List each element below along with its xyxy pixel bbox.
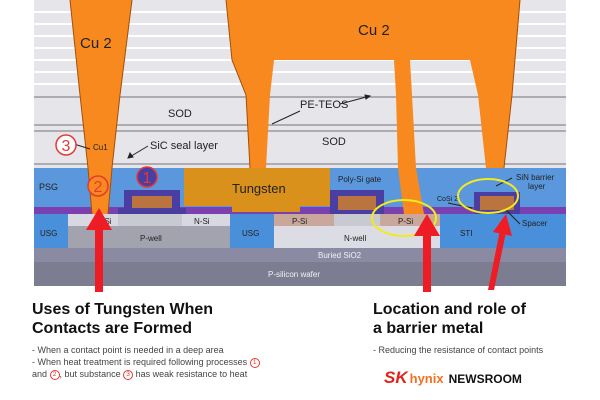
semiconductor-cross-section-diagram: Cu 2 Cu 2 SOD PE-TEOS SOD Cu1 SiC seal l… bbox=[34, 0, 566, 292]
marker-inline-2: 2 bbox=[49, 370, 60, 380]
label-psg: PSG bbox=[39, 182, 58, 192]
arrow-diagonal-head bbox=[493, 214, 512, 236]
label-sod-right: SOD bbox=[322, 136, 346, 148]
marker-inline-1: 1 bbox=[249, 358, 260, 368]
arrow-right-head bbox=[414, 214, 440, 236]
brand-newsroom: NEWSROOM bbox=[448, 372, 522, 386]
label-sic-seal-layer: SiC seal layer bbox=[150, 140, 218, 152]
label-poly-si-gate: Poly-Si gate bbox=[338, 175, 382, 184]
marker-circle-2 bbox=[87, 175, 109, 197]
arrow-left-head bbox=[86, 208, 112, 230]
label-p-well: P-well bbox=[140, 234, 162, 243]
left-caption-heading: Uses of Tungsten When Contacts are Forme… bbox=[32, 300, 213, 338]
p-si-diffusion-left bbox=[274, 214, 334, 226]
right-note-1: - Reducing the resistance of contact poi… bbox=[373, 345, 544, 355]
n-si-diffusion-mid bbox=[182, 214, 230, 226]
left-note-2: - When heat treatment is required follow… bbox=[32, 356, 332, 368]
gate-middle bbox=[330, 190, 384, 214]
label-sin-layer: layer bbox=[528, 182, 546, 191]
cu2-left-plug bbox=[70, 0, 132, 214]
brand-sk: SK bbox=[384, 368, 408, 387]
label-pe-teos: PE-TEOS bbox=[300, 99, 348, 111]
marker-circle-1 bbox=[136, 166, 158, 188]
label-p-si-right: P-Si bbox=[398, 217, 413, 226]
label-cu2-right: Cu 2 bbox=[358, 22, 390, 39]
label-cosi2: CoSi 2 bbox=[437, 196, 458, 203]
left-note-2-text-a: - When heat treatment is required follow… bbox=[32, 357, 248, 367]
left-heading-line1: Uses of Tungsten When bbox=[32, 301, 214, 318]
label-spacer: Spacer bbox=[522, 219, 548, 228]
barrier-highlight-ellipse-left bbox=[371, 199, 437, 237]
marker-inline-3: 3 bbox=[123, 370, 134, 380]
arrow-left-shaft bbox=[95, 228, 103, 292]
marker-number-1: 1 bbox=[143, 170, 152, 187]
gate-right bbox=[474, 192, 520, 214]
label-tungsten: Tungsten bbox=[232, 181, 286, 196]
tungsten-block bbox=[184, 168, 330, 212]
right-heading-line2: a barrier metal bbox=[373, 320, 484, 337]
left-note-2-text-c: , but substance bbox=[59, 369, 121, 379]
label-usg-mid: USG bbox=[242, 229, 259, 238]
label-sti: STI bbox=[460, 229, 472, 238]
usg-left bbox=[34, 214, 68, 248]
left-note-2-text-b: and bbox=[32, 369, 48, 379]
label-cu1: Cu1 bbox=[93, 143, 108, 152]
usg-mid bbox=[230, 214, 274, 248]
label-n-well: N-well bbox=[344, 234, 366, 243]
label-sod-left: SOD bbox=[168, 108, 192, 120]
marker-number-2: 2 bbox=[94, 179, 103, 196]
buried-sio2-layer bbox=[34, 248, 566, 262]
right-heading-line1: Location and role of bbox=[373, 301, 526, 318]
label-usg-left: USG bbox=[40, 229, 57, 238]
barrier-highlight-ellipse-right bbox=[457, 178, 519, 214]
cu-barrier-right bbox=[225, 0, 521, 169]
label-cu2-left: Cu 2 bbox=[80, 35, 112, 52]
right-caption-heading: Location and role of a barrier metal bbox=[373, 300, 526, 338]
left-note-1: - When a contact point is needed in a de… bbox=[32, 345, 224, 355]
arrow-right-shaft bbox=[423, 234, 431, 292]
gate-left bbox=[118, 190, 186, 214]
arrow-diagonal bbox=[488, 230, 506, 290]
red-arrows bbox=[86, 208, 512, 292]
n-well-region bbox=[274, 226, 440, 248]
label-p-si-left: P-Si bbox=[292, 217, 307, 226]
label-n-si-mid: N-Si bbox=[194, 217, 210, 226]
cu2-right-interconnect bbox=[226, 0, 520, 214]
leader-lines bbox=[73, 94, 521, 225]
brand-hynix: hynix bbox=[409, 371, 444, 386]
p-well-region bbox=[68, 226, 230, 248]
left-note-2-text-d: has weak resistance to heat bbox=[135, 369, 248, 379]
left-note-3: and 2, but substance 3 has weak resistan… bbox=[32, 368, 332, 380]
marker-number-3: 3 bbox=[62, 138, 71, 155]
label-sin-barrier: SiN barrier bbox=[516, 173, 555, 182]
usg-right bbox=[550, 214, 566, 248]
dielectric-dark-lines bbox=[34, 96, 566, 165]
label-buried-sio2: Buried SiO2 bbox=[318, 251, 362, 260]
marker-circle-3 bbox=[55, 134, 77, 156]
p-silicon-wafer-layer bbox=[34, 262, 566, 286]
left-heading-line2: Contacts are Formed bbox=[32, 320, 193, 337]
right-caption-note: - Reducing the resistance of contact poi… bbox=[373, 344, 593, 356]
left-caption-notes: - When a contact point is needed in a de… bbox=[32, 344, 332, 380]
label-p-silicon-wafer: P-silicon wafer bbox=[268, 270, 320, 279]
